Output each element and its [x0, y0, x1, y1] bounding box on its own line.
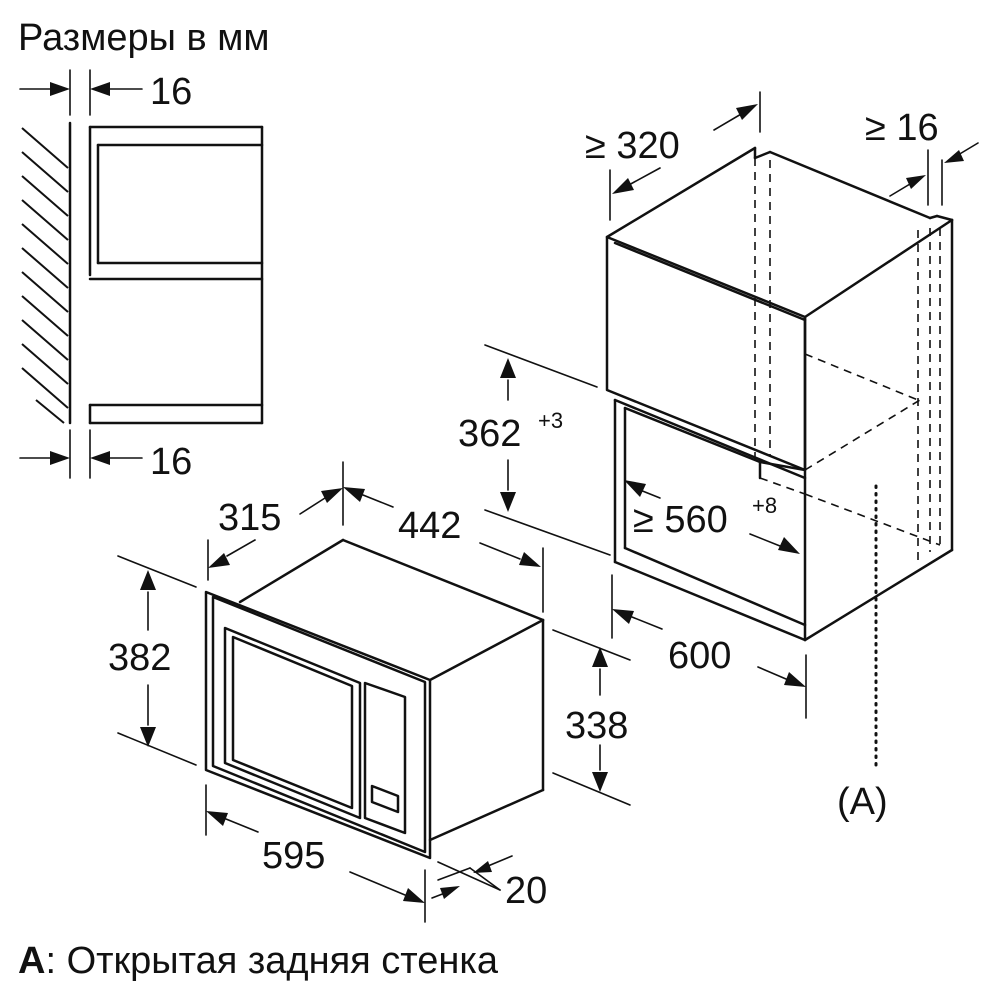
dim-device-frame-width: 595	[205, 784, 426, 923]
label-niche-width-tolerance: +8	[752, 493, 777, 518]
label-cabinet-side: ≥ 16	[865, 107, 939, 149]
dim-niche-height: 362 +3	[458, 344, 611, 556]
wall-hatching	[21, 121, 72, 425]
label-cabinet-depth: ≥ 320	[585, 125, 680, 167]
label-frame-depth: 20	[505, 870, 547, 912]
label-device-frame-width: 595	[262, 835, 325, 877]
label-bottom-gap: 16	[150, 441, 192, 483]
label-niche-height: 362	[458, 413, 521, 455]
label-device-body-height: 338	[565, 705, 628, 747]
side-section-view: 16 16	[19, 69, 264, 483]
dim-device-body-width: 442	[343, 487, 544, 613]
footnote-key: A	[18, 940, 45, 982]
microwave-door-window	[223, 626, 362, 820]
dim-bottom-gap: 16	[19, 429, 192, 483]
label-niche-height-tolerance: +3	[538, 408, 563, 433]
dim-niche-width: ≥ 560 +8	[624, 480, 800, 554]
label-top-gap: 16	[150, 71, 192, 113]
label-cabinet-width: 600	[668, 635, 731, 677]
label-device-frame-height: 382	[108, 637, 171, 679]
dim-device-frame-height: 382	[108, 555, 197, 766]
cabinet-isometric-view: ≥ 320 ≥ 16 362 +3 ≥	[458, 91, 979, 823]
drawing-title: Размеры в мм	[18, 17, 269, 59]
dim-frame-depth: 20	[431, 855, 547, 912]
dim-cabinet-width: 600	[611, 574, 807, 719]
microwave-control-panel	[363, 681, 407, 835]
label-niche-width: ≥ 560	[633, 499, 728, 541]
dim-top-gap: 16	[19, 69, 192, 116]
dim-device-depth: 315	[207, 461, 344, 581]
dim-cabinet-side: ≥ 16	[865, 107, 979, 206]
microwave-isometric-view: 315 442 382 338	[108, 461, 631, 923]
dim-device-body-height: 338	[552, 629, 631, 806]
footnote: A: Открытая задняя стенка	[18, 940, 499, 982]
label-device-body-width: 442	[398, 505, 461, 547]
cabinet-section	[88, 125, 264, 425]
label-device-depth: 315	[218, 497, 281, 539]
svg-text:A: Открытая задняя стенка: A: Открытая задняя стенка	[18, 940, 499, 982]
dim-cabinet-depth: ≥ 320	[585, 91, 761, 221]
label-open-back-marker: (A)	[837, 781, 888, 823]
footnote-text: : Открытая задняя стенка	[45, 940, 498, 982]
